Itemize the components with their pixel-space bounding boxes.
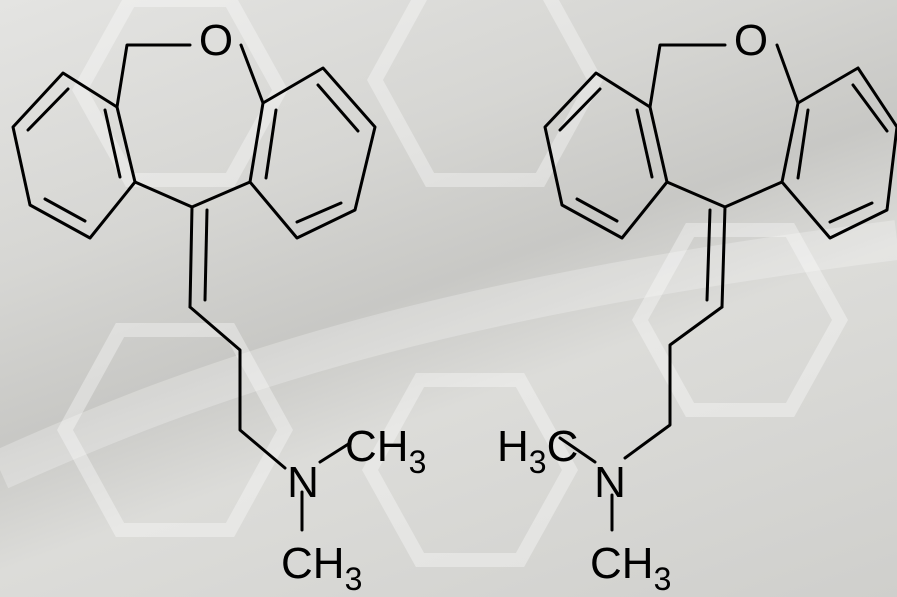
oxygen-atom: O — [199, 16, 233, 65]
methyl-group-lower: CH3 — [281, 539, 362, 597]
methyl-subscript: 3 — [345, 561, 363, 597]
methyl-group-upper: CH3 — [345, 422, 426, 480]
methyl-subscript: 3 — [409, 444, 427, 480]
nitrogen-atom: N — [287, 458, 319, 507]
bond-skeleton-right — [543, 43, 897, 532]
molecule-right: O N H3C CH3 — [497, 16, 897, 597]
methyl-group-left: H3C — [497, 422, 578, 480]
molecule-left: O N CH3 CH3 — [11, 16, 426, 597]
methyl-subscript: 3 — [529, 444, 547, 480]
methyl-group-lower: CH3 — [590, 539, 671, 597]
bond-skeleton-left — [11, 43, 377, 532]
oxygen-atom: O — [734, 16, 768, 65]
methyl-h: H — [497, 422, 529, 471]
methyl-c: C — [547, 422, 579, 471]
methyl-main: CH — [590, 539, 654, 588]
nitrogen-atom: N — [594, 458, 626, 507]
methyl-main: CH — [345, 422, 409, 471]
methyl-main: CH — [281, 539, 345, 588]
methyl-subscript: 3 — [654, 561, 672, 597]
